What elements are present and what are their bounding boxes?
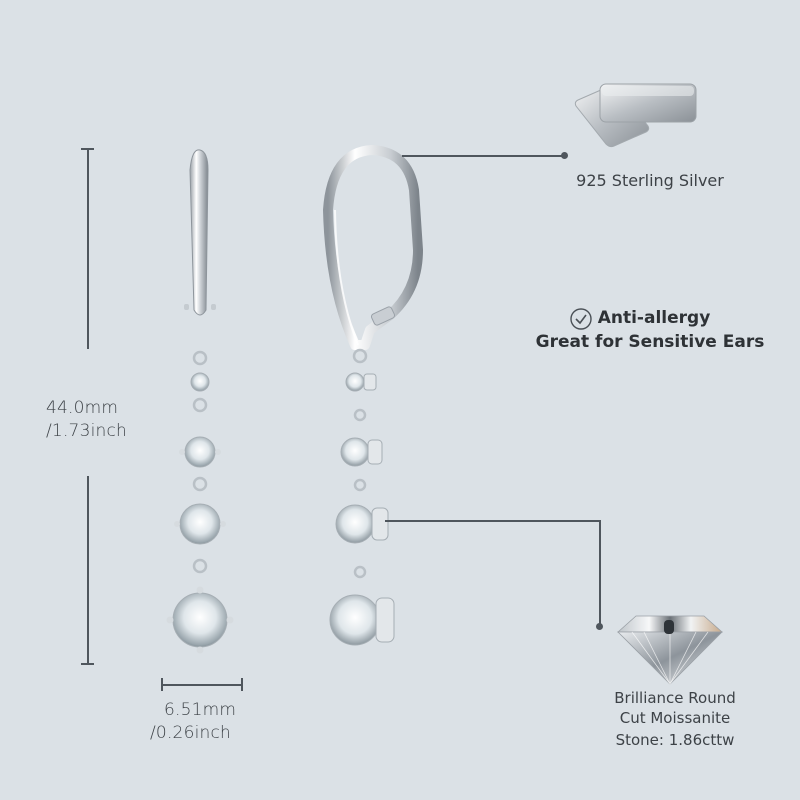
check-circle-icon — [570, 307, 592, 330]
length-dimension-cap-top — [81, 148, 94, 150]
stone-description: Brilliance Round Cut Moissanite Stone: 1… — [590, 688, 760, 750]
width-dimension-cap-right — [241, 678, 243, 691]
material-label: 925 Sterling Silver — [576, 171, 724, 190]
material-callout-dot — [561, 152, 568, 159]
width-dimension-label: 6.51mm /0.26inch — [150, 699, 260, 745]
stone-line-1: Brilliance Round — [614, 689, 736, 707]
earring-side-view — [323, 145, 423, 646]
stone-callout-line-vertical — [599, 520, 601, 627]
stone-weight: Stone: 1.86cttw — [615, 731, 735, 749]
earring-front-view — [166, 149, 234, 654]
stone-callout-dot — [596, 623, 603, 630]
stone-callout-line-horizontal — [385, 520, 601, 522]
hypoallergenic-feature: Anti-allergy Great for Sensitive Ears — [530, 307, 770, 354]
stone-line-2: Cut Moissanite — [619, 709, 731, 727]
length-inch: /1.73inch — [46, 421, 127, 441]
hypoallergenic-subtitle: Great for Sensitive Ears — [535, 332, 765, 352]
length-dimension-cap-bottom — [81, 663, 94, 665]
length-dimension-label: 44.0mm /1.73inch — [46, 397, 156, 443]
hypoallergenic-title: Anti-allergy — [597, 308, 711, 328]
material-callout-line — [402, 155, 564, 157]
width-dimension-line — [162, 684, 242, 686]
length-mm: 44.0mm — [46, 398, 119, 418]
width-dimension-cap-left — [161, 678, 163, 691]
width-mm: 6.51mm — [164, 700, 237, 720]
width-inch: /0.26inch — [150, 723, 231, 743]
moissanite-gem-icon — [616, 615, 724, 685]
length-dimension-line-top — [87, 149, 89, 349]
length-dimension-line-bottom — [87, 476, 89, 664]
silver-bars-icon — [574, 83, 697, 148]
